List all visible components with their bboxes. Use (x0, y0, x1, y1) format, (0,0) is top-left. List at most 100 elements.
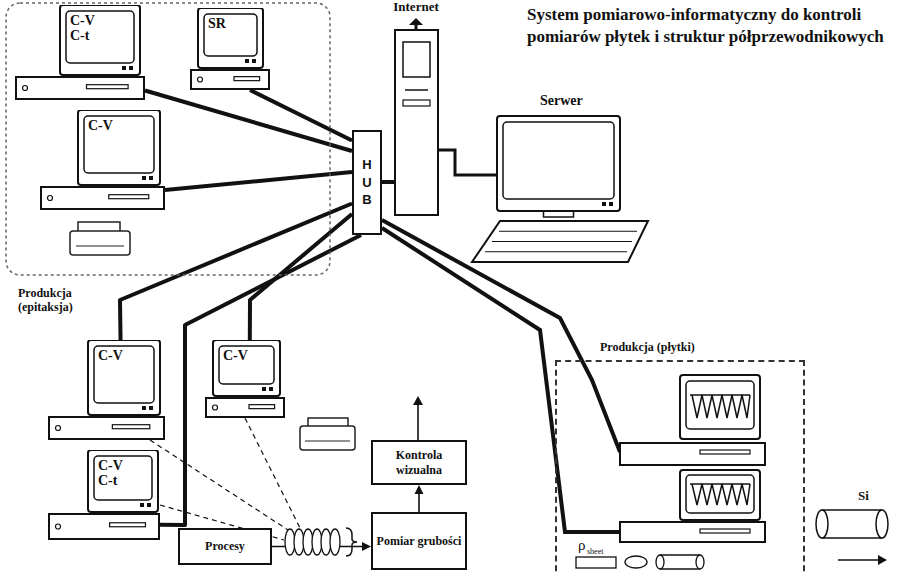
arrow-head (415, 485, 424, 494)
computer-base (49, 514, 159, 539)
monitor-button (129, 66, 133, 70)
monitor-screen (686, 475, 754, 513)
monitor (497, 116, 620, 211)
screen-text: C-V C-t (98, 459, 134, 488)
printer-body (70, 231, 130, 255)
server-node: Serwer (460, 92, 650, 270)
drive-slot (249, 405, 275, 409)
monitor-button (245, 59, 249, 63)
process-box: Procesy (178, 528, 272, 565)
monitor-screen (204, 14, 257, 56)
monitor-button (149, 176, 153, 180)
waveform (692, 484, 750, 505)
node-text: C-V (88, 119, 124, 134)
label-text: Internet (386, 0, 446, 15)
node-text: SR (208, 17, 244, 32)
sample-path (150, 440, 288, 530)
keyboard (472, 221, 648, 262)
connector-line (160, 235, 361, 525)
node-text: H U B (361, 156, 374, 209)
hub-tower-wire (382, 180, 395, 184)
lab-group-outline (6, 3, 330, 275)
computer-icon (190, 8, 270, 90)
node-text: C-V (98, 349, 134, 364)
arrow-head (362, 542, 371, 551)
monitor-button (147, 503, 151, 507)
keyboard-row (499, 231, 637, 232)
monitor (78, 110, 160, 185)
ingot-side (822, 509, 882, 511)
computer-node: SR (190, 8, 270, 90)
computer-base (206, 398, 284, 417)
connector (160, 235, 361, 525)
connector-line (145, 91, 352, 152)
screen-text: C-V (98, 349, 134, 364)
monitor-button (252, 59, 256, 63)
sample-path (245, 418, 300, 528)
drive-slot (110, 523, 146, 527)
monitor-button (149, 406, 153, 410)
waveform (692, 395, 750, 418)
monitor-button (602, 202, 606, 206)
screen-text: C-V (88, 119, 124, 134)
computer-base (620, 522, 765, 542)
diagram-title: System pomiarowo-informatyczny do kontro… (527, 4, 897, 48)
process-box: Kontrola wizualna (371, 440, 467, 485)
monitor (88, 340, 160, 415)
node-text: Serwer (540, 92, 583, 110)
waveform-base (690, 394, 750, 396)
computer-base (191, 70, 269, 89)
monitor-button (269, 387, 273, 391)
computer-node: C-V C-t (15, 5, 145, 100)
region-border (555, 360, 805, 573)
monitor-button (142, 176, 146, 180)
output-arrow-head (413, 396, 423, 405)
screen-text: C-V (223, 349, 259, 364)
monitor-button (609, 202, 613, 206)
hub-box: H U B (352, 130, 382, 235)
monitor (680, 470, 760, 520)
computer-node: C-V C-t (48, 450, 160, 540)
server-heading: Serwer (540, 92, 583, 110)
node-text: Procesy (205, 539, 245, 553)
label-text: Produkcja (epitaksja) (18, 287, 100, 315)
wafer-symbol (625, 556, 647, 568)
drive-slot (112, 425, 149, 429)
drive-slot (700, 529, 750, 533)
screen-text: SR (208, 17, 244, 32)
connector-line (250, 90, 352, 141)
power-button (213, 405, 218, 410)
flow-arrow-head (878, 555, 887, 565)
monitor (213, 340, 280, 396)
process-box: Pomiar grubości (371, 512, 467, 570)
printer-slot (76, 245, 124, 246)
monitor-button (140, 503, 144, 507)
computer-base (49, 417, 164, 439)
tower-drive (403, 100, 430, 106)
ingot-side (660, 568, 700, 569)
screen-text: C-V C-t (70, 14, 106, 43)
computer-base (16, 77, 144, 99)
power-button (23, 86, 28, 91)
tower-server-wire (438, 150, 497, 175)
flow-arrow-line (838, 559, 878, 561)
connector (415, 485, 424, 512)
drive-slot (234, 77, 260, 81)
monitor-button (122, 66, 126, 70)
drive-slot (87, 85, 129, 89)
monitor-button (142, 406, 146, 410)
monitor-screen (84, 116, 154, 173)
keyboard-row (492, 241, 632, 242)
brace (346, 528, 357, 556)
wafer (330, 529, 340, 555)
printer-body (300, 426, 355, 450)
computer-icon (460, 92, 650, 270)
probe-device (576, 557, 616, 568)
monitor-screen (66, 11, 134, 63)
node-text: C-V C-t (98, 459, 134, 488)
node-text: Kontrola wizualna (376, 448, 462, 477)
node-text: Produkcja (płytki) (600, 340, 695, 355)
connector (250, 214, 352, 340)
connector (120, 204, 352, 341)
